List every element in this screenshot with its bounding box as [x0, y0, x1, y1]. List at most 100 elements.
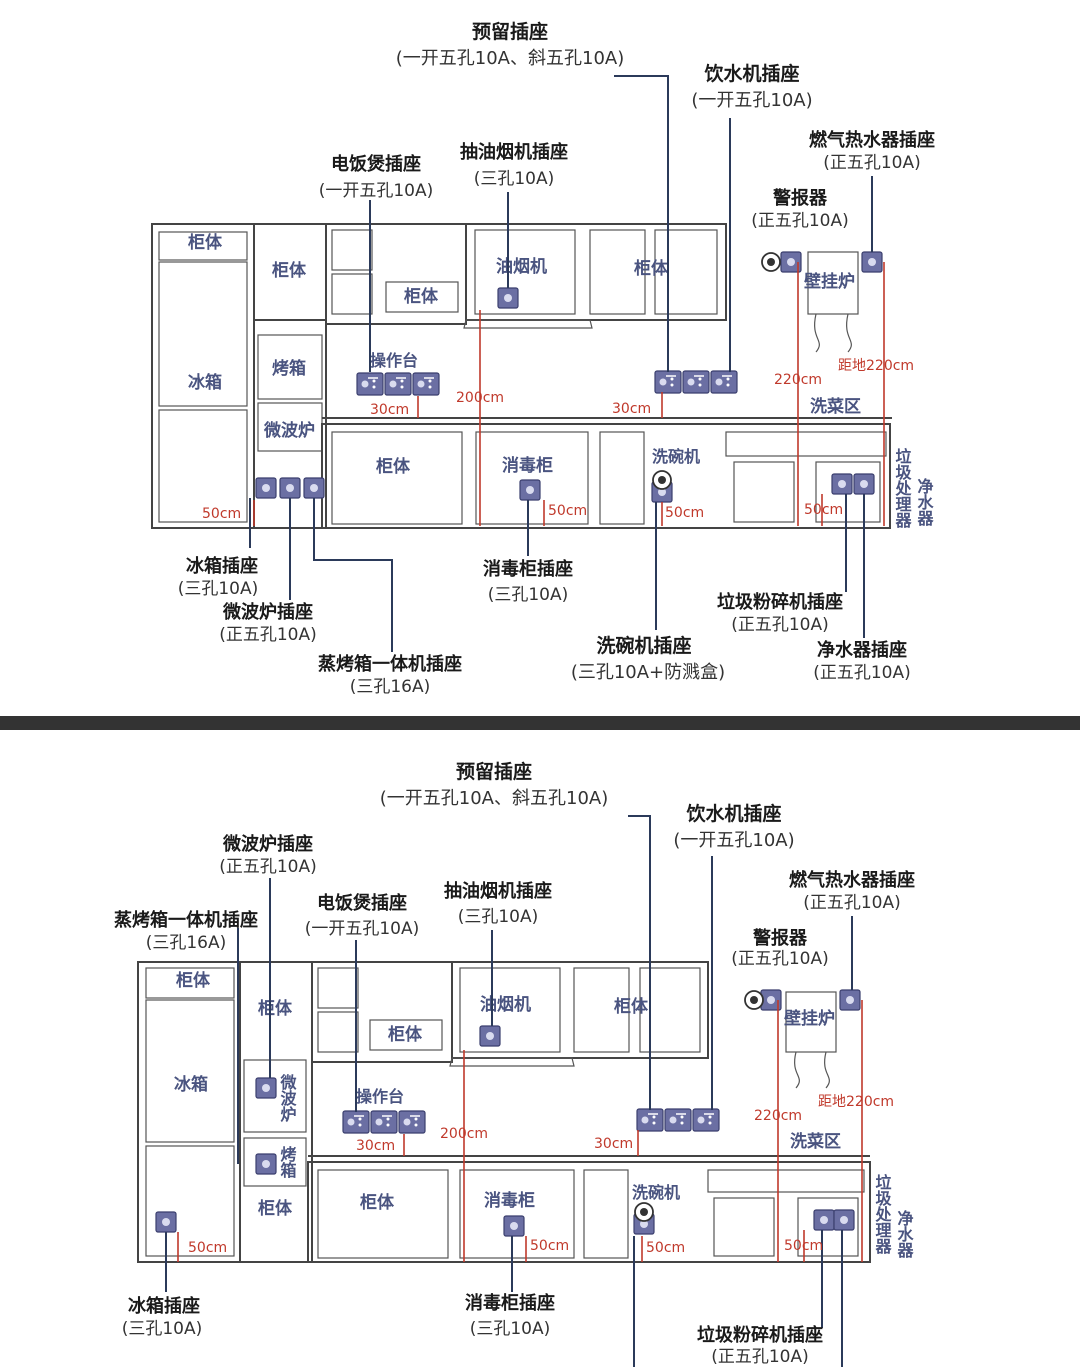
top-label-water-spec: (一开五孔10A): [691, 90, 812, 111]
top-label-fridge-title: 冰箱插座: [186, 555, 258, 577]
bottom-label-reserve-spec: (一开五孔10A、斜五孔10A): [380, 788, 608, 809]
bottom-label-microwave-spec: (正五孔10A): [219, 857, 317, 877]
top-boiler-label: 壁挂炉: [804, 271, 855, 292]
bottom-label-rice-title: 电饭煲插座: [317, 892, 407, 914]
bottom-fridge-label: 冰箱: [174, 1074, 208, 1095]
top-label-sterilizer-title: 消毒柜插座: [483, 558, 573, 580]
top-label-purifier-title: 净水器插座: [817, 639, 907, 661]
bottom-label-fridge-spec: (三孔10A): [122, 1319, 203, 1339]
bottom-dish-label: 洗碗机: [632, 1183, 680, 1202]
top-leader-lines: [249, 75, 873, 652]
top-purifier-label: 净水器: [915, 477, 935, 527]
bottom-oven-label: 烤箱: [278, 1145, 297, 1179]
top-label-purifier-spec: (正五孔10A): [813, 663, 911, 683]
bottom-label-water-title: 饮水机插座: [685, 802, 781, 825]
bottom-cabinet-frame: [137, 961, 871, 1263]
bottom-cabinet-label-2: 柜体: [258, 998, 293, 1019]
top-label-steam-spec: (三孔16A): [350, 677, 431, 697]
top-measure-lines: [253, 262, 885, 526]
bottom-label-gas-title: 燃气热水器插座: [789, 869, 915, 891]
top-diagram: 柜体 柜体 柜体 柜体 柜体 冰箱 烤箱 微波炉 油烟机 壁挂炉 操作台 洗菜区…: [151, 20, 935, 697]
top-label-reserve-spec: (一开五孔10A、斜五孔10A): [396, 48, 624, 69]
bottom-measure-200: 200cm: [440, 1126, 488, 1142]
bottom-diagram: 柜体 柜体 柜体 柜体 柜体 柜体 冰箱 微波炉 烤箱 油烟机 壁挂炉 操作台 …: [114, 760, 915, 1367]
bottom-disposal-label: 垃圾处理器: [873, 1173, 893, 1255]
top-label-microwave-spec: (正五孔10A): [219, 625, 317, 645]
top-measure-30b: 30cm: [612, 401, 651, 417]
top-label-rice-spec: (一开五孔10A): [319, 181, 434, 201]
bottom-label-hood-spec: (三孔10A): [458, 907, 539, 927]
top-label-microwave-title: 微波炉插座: [222, 601, 313, 623]
top-label-fridge-spec: (三孔10A): [178, 579, 259, 599]
bottom-purifier-label: 净水器: [895, 1209, 915, 1259]
bottom-measure-30b: 30cm: [594, 1136, 633, 1152]
bottom-label-alarm-spec: (正五孔10A): [731, 949, 829, 969]
top-cabinet-label-3: 柜体: [404, 286, 439, 307]
bottom-cabinet-label-1: 柜体: [176, 970, 211, 991]
top-label-gas-title: 燃气热水器插座: [809, 129, 935, 151]
top-label-disposal-title: 垃圾粉碎机插座: [717, 591, 843, 613]
top-measure-50a: 50cm: [202, 506, 241, 522]
bottom-measure-50c: 50cm: [646, 1240, 685, 1256]
bottom-measure-220: 220cm: [754, 1108, 802, 1124]
bottom-label-disposal-spec: (正五孔10A): [711, 1347, 809, 1367]
bottom-cabinet-label-6: 柜体: [258, 1198, 293, 1219]
bottom-measure-lines: [177, 1000, 863, 1262]
top-sink-label: 洗菜区: [810, 396, 861, 417]
bottom-label-sterilizer-title: 消毒柜插座: [465, 1292, 555, 1314]
top-label-reserve-title: 预留插座: [472, 20, 548, 43]
section-divider: [0, 716, 1080, 730]
top-measure-200: 200cm: [456, 390, 504, 406]
top-label-steam-title: 蒸烤箱一体机插座: [318, 653, 462, 675]
top-label-dish-title: 洗碗机插座: [596, 634, 691, 657]
bottom-label-sterilizer-spec: (三孔10A): [470, 1319, 551, 1339]
bottom-measure-30a: 30cm: [356, 1138, 395, 1154]
bottom-label-microwave-title: 微波炉插座: [222, 833, 313, 855]
bottom-leader-lines: [165, 815, 853, 1367]
bottom-label-fridge-title: 冰箱插座: [128, 1295, 200, 1317]
top-label-disposal-spec: (正五孔10A): [731, 615, 829, 635]
bottom-label-steam-title: 蒸烤箱一体机插座: [114, 909, 258, 931]
top-cabinet-label-5: 柜体: [376, 456, 411, 477]
top-measure-220: 220cm: [774, 372, 822, 388]
bottom-cabinet-label-5: 柜体: [360, 1192, 395, 1213]
bottom-counter-label: 操作台: [356, 1087, 404, 1106]
top-label-dish-spec: (三孔10A+防溅盒): [571, 662, 725, 683]
bottom-label-alarm-title: 警报器: [753, 927, 808, 949]
bottom-label-water-spec: (一开五孔10A): [673, 830, 794, 851]
top-cabinet-label-2: 柜体: [272, 260, 307, 281]
top-label-sterilizer-spec: (三孔10A): [488, 585, 569, 605]
bottom-label-hood-title: 抽油烟机插座: [444, 880, 552, 902]
bottom-label-disposal-title: 垃圾粉碎机插座: [697, 1324, 823, 1346]
bottom-label-reserve-title: 预留插座: [456, 760, 532, 783]
bottom-measure-50a: 50cm: [188, 1240, 227, 1256]
top-label-hood-spec: (三孔10A): [474, 169, 555, 189]
top-oven-label: 烤箱: [272, 358, 306, 379]
top-fridge-label: 冰箱: [188, 372, 222, 393]
bottom-cabinet-label-4: 柜体: [614, 996, 649, 1017]
top-measure-220floor: 距地220cm: [838, 358, 914, 374]
top-measure-50c: 50cm: [665, 505, 704, 521]
top-label-alarm-title: 警报器: [773, 187, 828, 209]
bottom-boiler-label: 壁挂炉: [784, 1008, 835, 1029]
bottom-measure-220floor: 距地220cm: [818, 1094, 894, 1110]
bottom-cabinet-label-3: 柜体: [388, 1024, 423, 1045]
bottom-sink-label: 洗菜区: [790, 1131, 841, 1152]
top-measure-50b: 50cm: [548, 503, 587, 519]
top-dish-label: 洗碗机: [652, 447, 700, 466]
bottom-label-steam-spec: (三孔16A): [146, 933, 227, 953]
top-microwave-label: 微波炉: [263, 420, 315, 441]
bottom-label-rice-spec: (一开五孔10A): [305, 919, 420, 939]
top-label-water-title: 饮水机插座: [703, 62, 799, 85]
bottom-microwave-label: 微波炉: [278, 1073, 298, 1123]
top-hood-label: 油烟机: [496, 256, 547, 277]
top-measure-50d: 50cm: [804, 502, 843, 518]
top-measure-30a: 30cm: [370, 402, 409, 418]
top-label-gas-spec: (正五孔10A): [823, 153, 921, 173]
top-cabinet-label-1: 柜体: [188, 232, 223, 253]
top-cabinet-label-4: 柜体: [634, 258, 669, 279]
top-label-hood-title: 抽油烟机插座: [460, 141, 568, 163]
bottom-measure-50b: 50cm: [530, 1238, 569, 1254]
top-disposal-label: 垃圾处理器: [893, 447, 913, 529]
